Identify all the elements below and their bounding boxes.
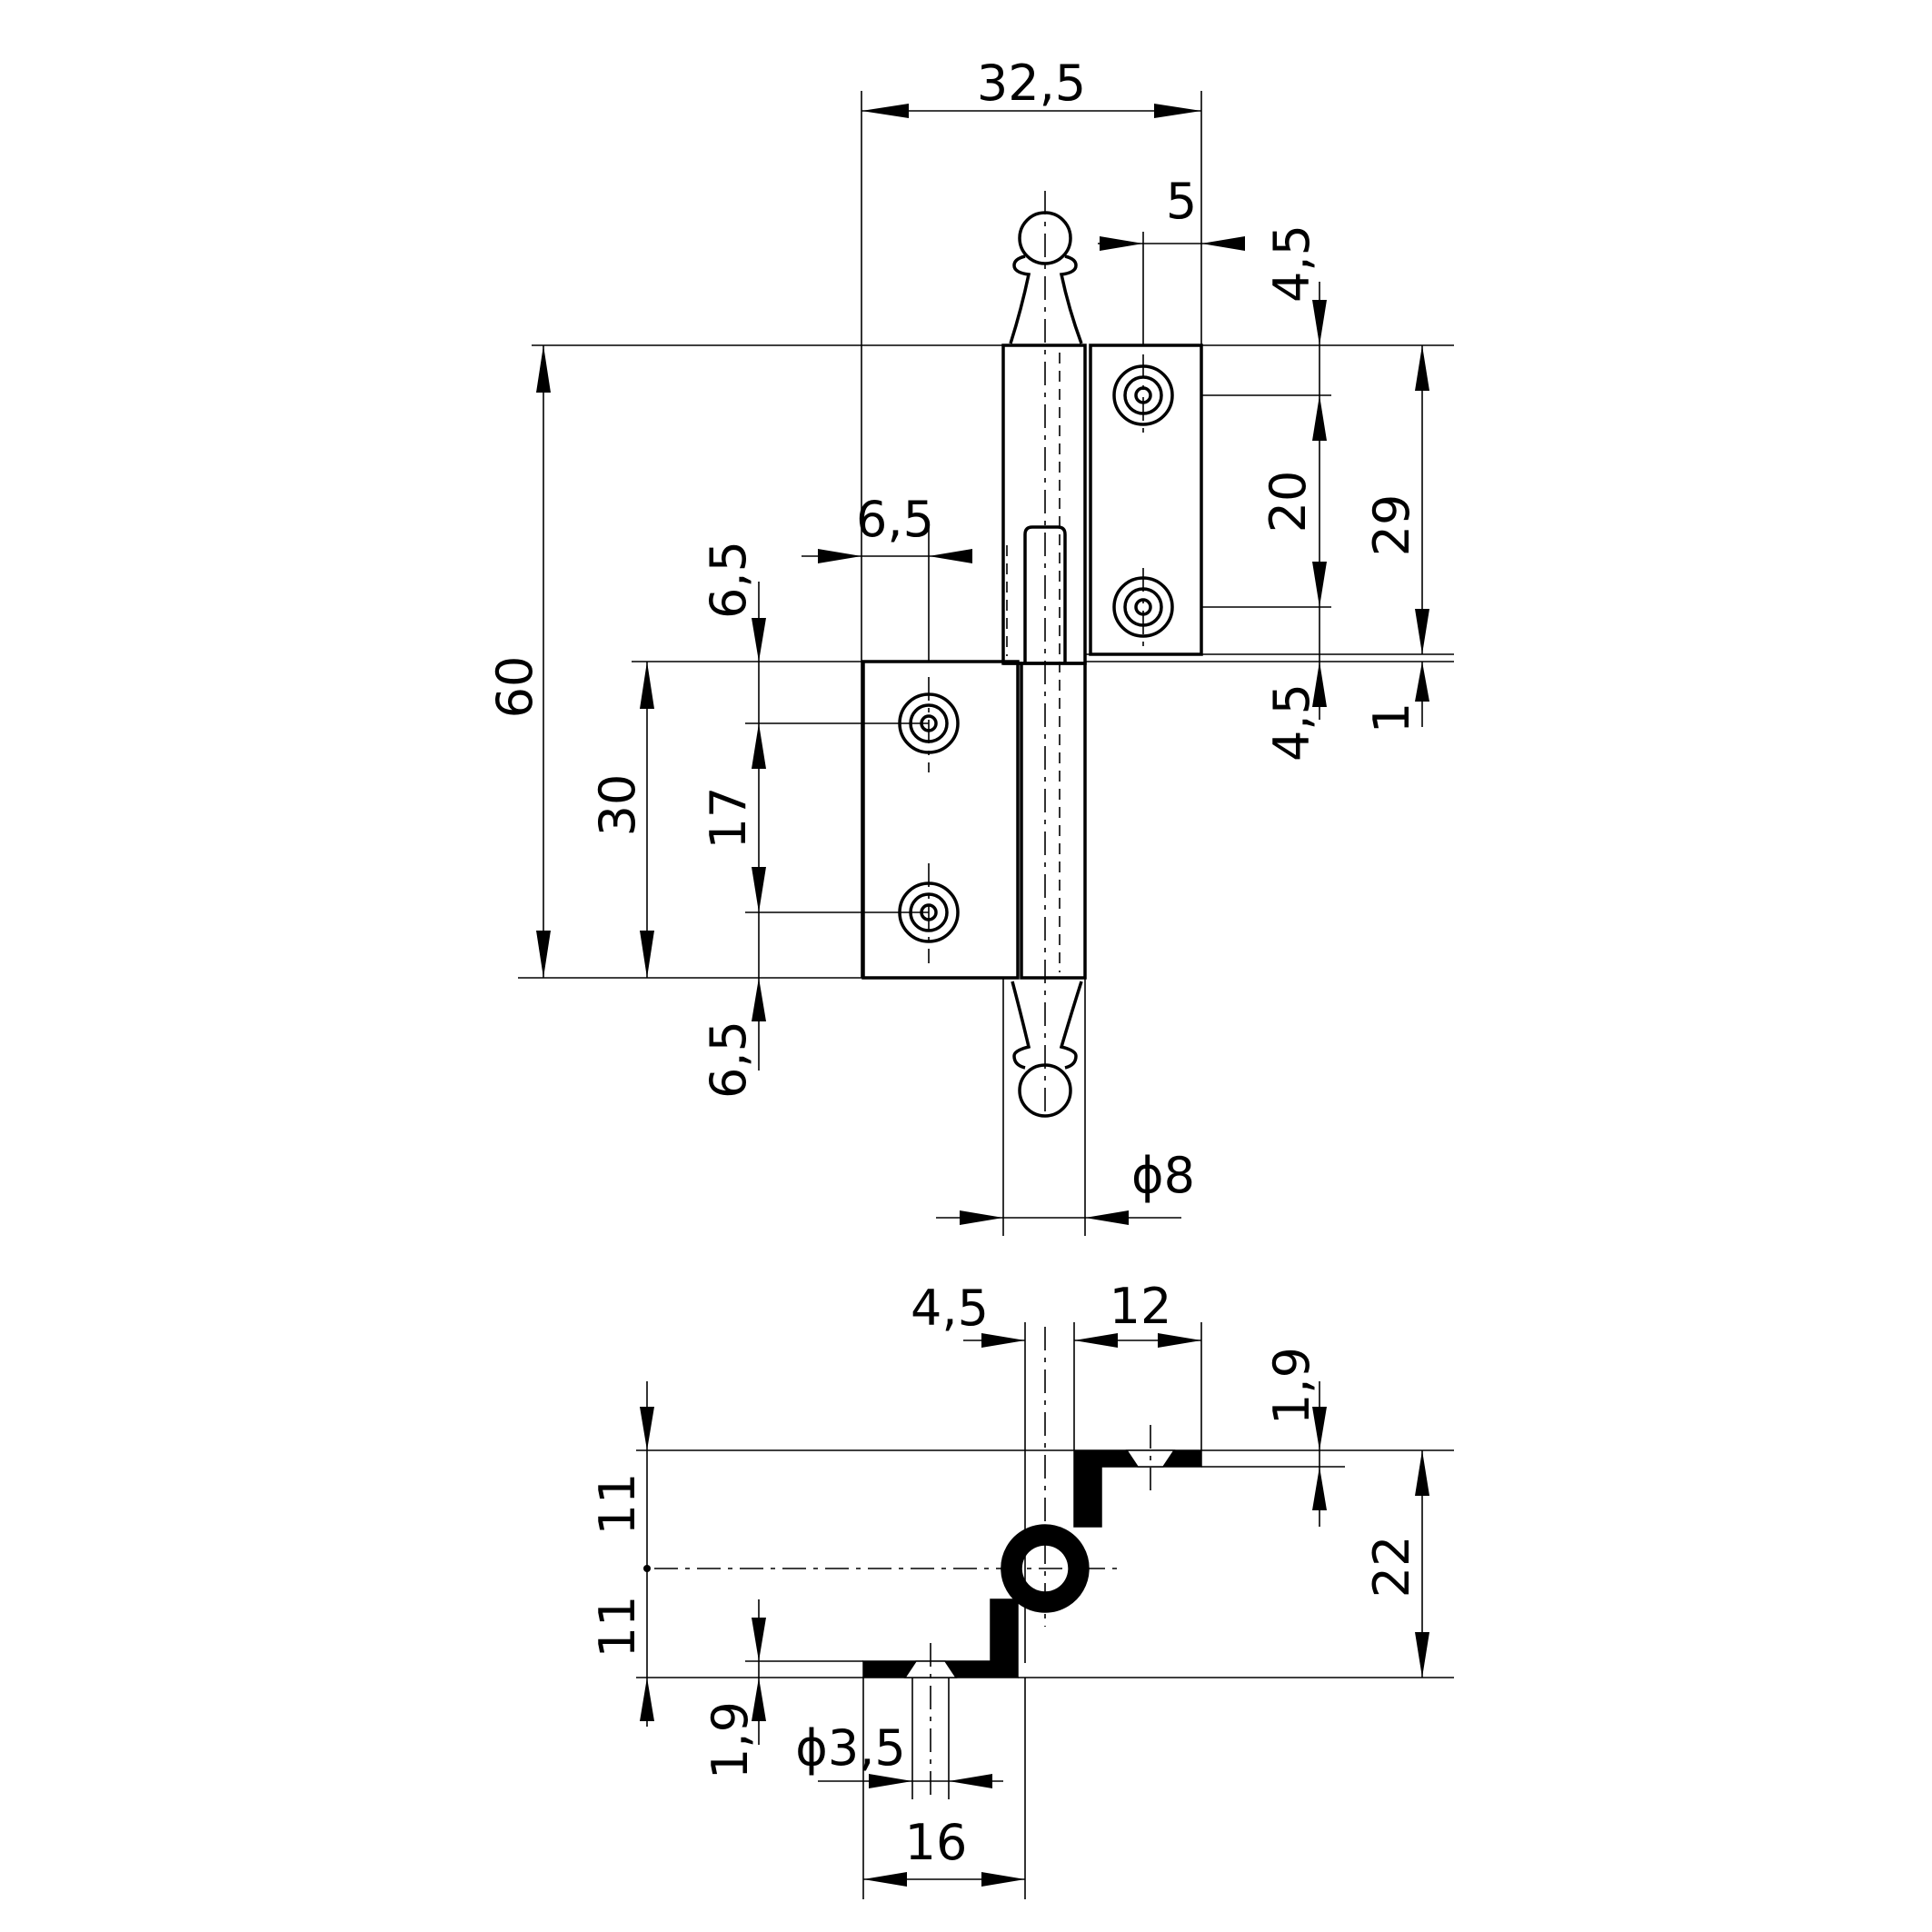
- dim-label-thickness-bottom: 1,9: [702, 1701, 759, 1779]
- side-view: 4,5 12 1,9 22 11: [589, 1278, 1454, 1899]
- dim-label-overall-height: 60: [486, 656, 543, 719]
- dim-label-total-height: 22: [1363, 1536, 1420, 1598]
- dimension-hole-offset-top: 6,5: [700, 541, 766, 723]
- front-view: 32,5 5 4,5 20 4,5: [486, 55, 1454, 1236]
- front-extension-lines: [518, 91, 1454, 1236]
- dim-label-upper-leaf-height: 29: [1363, 494, 1420, 557]
- dim-label-knuckle-gap-bottom: 4,5: [1263, 683, 1320, 762]
- side-extension-lines: [636, 1322, 1454, 1899]
- dim-label-overall-width: 32,5: [977, 55, 1086, 112]
- dimension-upper-leaf-height: 29: [1363, 345, 1429, 654]
- upper-leaf: [1089, 344, 1203, 656]
- dimension-upper-leaf-width: 12: [1074, 1278, 1201, 1348]
- dimension-hole-pitch-lower: 17: [700, 723, 766, 912]
- dim-label-hole-diameter: ϕ3,5: [795, 1719, 906, 1777]
- dim-label-half-height-top: 11: [589, 1473, 646, 1536]
- dimension-knuckle-gap-top: 4,5: [1263, 224, 1327, 395]
- dim-label-pin-diameter: ϕ8: [1131, 1147, 1195, 1204]
- dim-label-knuckle-offset: 4,5: [911, 1280, 989, 1337]
- dimension-half-heights: 11 11: [589, 1381, 654, 1727]
- dimension-hole-pitch-upper: 20: [1260, 395, 1327, 607]
- dimension-knuckle-offset: 4,5: [911, 1280, 1025, 1348]
- dim-label-hole-pitch-lower: 17: [700, 787, 757, 850]
- dim-label-hole-edge-distance: 6,5: [856, 491, 934, 548]
- dimension-lower-leaf-height: 30: [589, 662, 654, 978]
- dim-label-knuckle-gap-top: 4,5: [1263, 224, 1320, 303]
- dimension-total-height: 22: [1363, 1450, 1429, 1678]
- dim-label-lower-leaf-width: 16: [905, 1814, 968, 1871]
- dim-label-lower-leaf-height: 30: [589, 774, 646, 837]
- dimension-thickness-top: 1,9: [1263, 1347, 1327, 1527]
- dimension-pin-diameter: ϕ8: [936, 1147, 1195, 1225]
- dimension-thickness-bottom: 1,9: [702, 1599, 766, 1779]
- hinge-profile: [862, 1449, 1202, 1678]
- dimension-hole-offset-bottom: 6,5: [700, 912, 766, 1099]
- dim-label-hole-pitch-upper: 20: [1260, 471, 1317, 533]
- dim-label-hole-offset-bottom: 6,5: [700, 1021, 757, 1099]
- dimension-leaf-gap: 1: [1363, 662, 1429, 733]
- lower-leaf: [861, 660, 1020, 980]
- dim-label-pin-offset: 5: [1166, 173, 1197, 230]
- dimension-knuckle-gap-bottom: 4,5: [1263, 607, 1327, 762]
- dim-label-hole-offset-top: 6,5: [700, 541, 757, 619]
- dimension-overall-width: 32,5: [861, 55, 1201, 118]
- dim-label-leaf-gap: 1: [1363, 702, 1420, 733]
- dimension-pin-offset: 5: [1098, 173, 1245, 251]
- dimension-overall-height: 60: [486, 345, 551, 978]
- dimension-hole-diameter: ϕ3,5: [795, 1719, 1003, 1788]
- dimension-hole-edge-distance: 6,5: [802, 491, 972, 563]
- bottom-finial: [1011, 981, 1083, 1118]
- dim-label-upper-leaf-width: 12: [1110, 1278, 1172, 1335]
- hinge-knuckle: [1001, 344, 1087, 980]
- top-finial: [1009, 191, 1083, 1118]
- dimension-lower-leaf-width: 16: [863, 1814, 1025, 1887]
- dim-label-half-height-bottom: 11: [589, 1596, 646, 1658]
- dim-label-thickness-top: 1,9: [1263, 1347, 1320, 1425]
